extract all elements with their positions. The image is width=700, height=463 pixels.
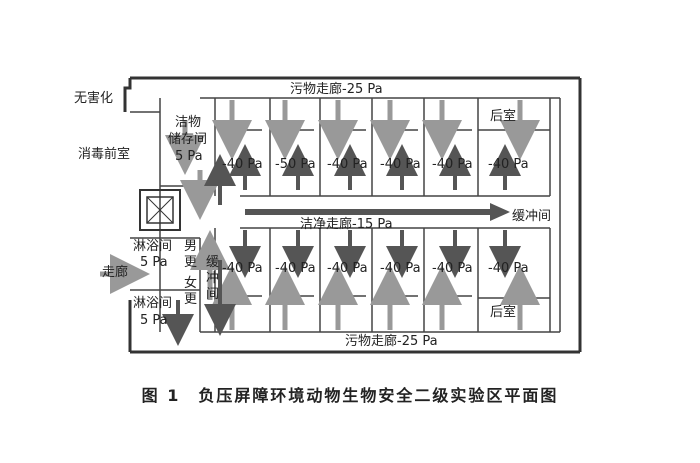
clean-corridor-arrow [245,203,510,221]
room-pressure-label: -40 Pa [488,261,529,276]
bottom-room-pressures: -40 Pa -40 Pa -40 Pa -40 Pa -40 Pa -40 Pa [222,261,529,276]
corridor-label: 走廊 [102,264,128,280]
shower-top-pressure: 5 Pa [140,255,168,270]
clean-corridor-label: 洁净走廊-15 Pa [300,216,393,232]
room-pressure-label: -40 Pa [380,157,421,172]
room-pressure-label: -40 Pa [432,261,473,276]
room-pressure-label: -40 Pa [222,261,263,276]
room-pressure-label: -40 Pa [222,157,263,172]
room-pressure-label: -40 Pa [327,157,368,172]
top-room-pressures: -40 Pa -50 Pa -40 Pa -40 Pa -40 Pa -40 Pa [222,157,529,172]
airflow-light-arrows [100,100,540,330]
room-pressure-label: -40 Pa [432,157,473,172]
back-room-top-label: 后室 [490,108,516,124]
shower-bottom-label: 淋浴间 [133,296,172,311]
clean-storage-label-2: 储存间 [168,132,207,147]
clean-storage-label-1: 洁物 [175,115,201,130]
female-change-label: 女 [184,275,197,291]
buffer-vertical-1: 缓 [206,255,219,270]
figure-caption: 图 1 负压屏障环境动物生物安全二级实验区平面图 [141,386,559,405]
walls [123,76,582,354]
dirty-corridor-bottom-label: 污物走廊-25 Pa [345,333,438,349]
pass-box [139,189,181,231]
room-pressure-label: -40 Pa [488,157,529,172]
clean-storage-pressure: 5 Pa [175,149,203,164]
female-change-label-2: 更 [184,292,197,307]
male-change-label-2: 更 [184,255,197,270]
harmless-label: 无害化 [74,90,113,106]
room-pressure-label: -40 Pa [327,261,368,276]
shower-top-label: 淋浴间 [133,239,172,254]
dirty-corridor-top-label: 污物走廊-25 Pa [290,81,383,97]
room-labels: 无害化 消毒前室 洁物 储存间 5 Pa 污物走廊-25 Pa 污物走廊-25 … [74,81,551,349]
disinfection-front-label: 消毒前室 [78,146,130,162]
buffer-vertical-2: 冲 [206,271,219,286]
buffer-vertical-3: 间 [206,287,219,302]
room-pressure-label: -50 Pa [275,157,316,172]
buffer-room-label: 缓冲间 [512,209,551,224]
male-change-label: 男 [184,239,197,254]
airflow-dark-arrows [162,144,521,346]
room-pressure-label: -40 Pa [275,261,316,276]
shower-bottom-pressure: 5 Pa [140,313,168,328]
back-room-bottom-label: 后室 [490,304,516,320]
room-pressure-label: -40 Pa [380,261,421,276]
